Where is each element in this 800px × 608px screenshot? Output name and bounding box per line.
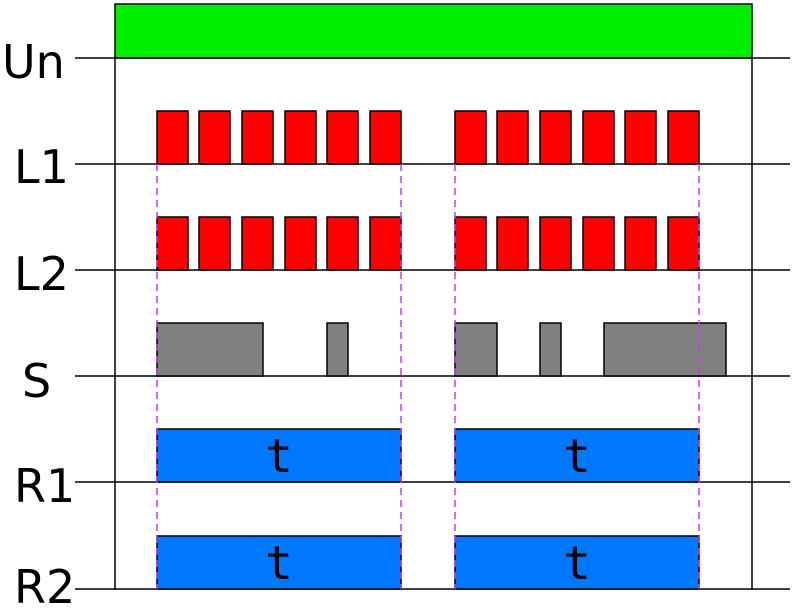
l2-pulse-train <box>156 216 700 271</box>
s-pulse <box>603 322 727 377</box>
l2-pulse <box>156 216 189 271</box>
l2-pulse <box>539 216 572 271</box>
s-pulse-train <box>156 322 727 377</box>
s-pulse <box>156 322 264 377</box>
l2-pulse <box>624 216 657 271</box>
l2-pulse <box>198 216 231 271</box>
l1-pulse <box>582 110 615 165</box>
l1-pulse <box>539 110 572 165</box>
row-label-un: Un <box>2 35 65 89</box>
row-label-l2: L2 <box>14 247 69 301</box>
row-label-l1: L1 <box>14 140 69 194</box>
l2-pulse <box>582 216 615 271</box>
l2-pulse <box>284 216 317 271</box>
guide-lines <box>156 164 700 589</box>
l2-pulse <box>667 216 700 271</box>
l1-pulse-train <box>156 110 700 165</box>
r1-time-label: t <box>563 429 591 483</box>
l1-pulse <box>369 110 402 165</box>
l2-pulse <box>496 216 529 271</box>
r1-pulse <box>454 428 700 483</box>
l1-pulse <box>241 110 274 165</box>
row-label-r2: R2 <box>14 560 75 608</box>
l1-pulse <box>156 110 189 165</box>
l2-pulse <box>326 216 359 271</box>
l1-pulse <box>667 110 700 165</box>
s-pulse <box>539 322 562 377</box>
row-label-r1: R1 <box>14 459 75 513</box>
r2-time-label: t <box>563 536 591 590</box>
r1-pulse-train <box>156 428 700 483</box>
l2-pulse <box>241 216 274 271</box>
r2-pulse-train <box>156 535 700 590</box>
l1-pulse <box>198 110 231 165</box>
l1-pulse <box>284 110 317 165</box>
l1-pulse <box>454 110 487 165</box>
s-pulse <box>454 322 498 377</box>
r1-time-label: t <box>265 429 293 483</box>
l1-pulse <box>624 110 657 165</box>
supply-voltage-bar <box>114 3 753 59</box>
l1-pulse <box>326 110 359 165</box>
l2-pulse <box>454 216 487 271</box>
l2-pulse <box>369 216 402 271</box>
r2-time-label: t <box>265 536 293 590</box>
row-label-s: S <box>22 354 51 408</box>
s-pulse <box>326 322 349 377</box>
l1-pulse <box>496 110 529 165</box>
